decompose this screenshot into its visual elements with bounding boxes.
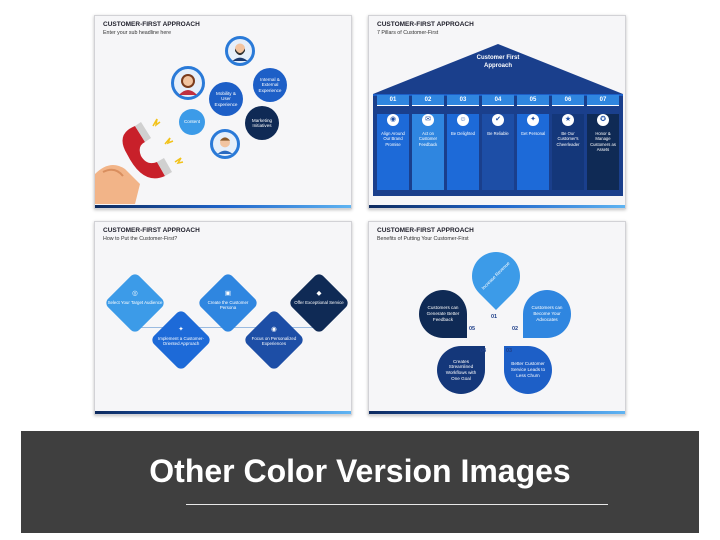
slide-subtitle: Benefits of Putting Your Customer-First — [377, 236, 469, 242]
people-icon: ✦ — [527, 114, 539, 126]
slide-title: CUSTOMER-FIRST APPROACH — [103, 227, 200, 234]
pillar-number: 02 — [412, 95, 444, 106]
pillar-04: 04 ✔ Be Reliable — [482, 95, 514, 190]
avatar-young-man — [210, 129, 240, 159]
diamond-hand-icon: ◆ — [316, 290, 322, 297]
petal-number: 04 — [480, 348, 487, 354]
thumbnail-slide-1[interactable]: CUSTOMER-FIRST APPROACH Enter your sub h… — [94, 15, 352, 209]
pillar-text: Be Reliable — [487, 131, 509, 136]
man-icon — [232, 43, 248, 61]
man-icon — [217, 137, 233, 154]
pillar-text: Align Around Our Brand Promise — [381, 131, 405, 147]
petal-number: 05 — [469, 326, 476, 332]
pillar-text: Be Delighted — [451, 131, 475, 136]
pillar-03: 03 ☺ Be Delighted — [447, 95, 479, 190]
persona-card-icon: ▣ — [224, 290, 232, 297]
slide-accent-bar — [369, 411, 625, 414]
pillar-01: 01 ◉ Align Around Our Brand Promise — [377, 95, 409, 190]
petal-04: Creates Streamlined Workflows with One G… — [437, 346, 485, 394]
pillar-05: 05 ✦ Get Personal — [517, 95, 549, 190]
feedback-icon: ✉ — [422, 114, 434, 126]
banner-divider — [186, 504, 608, 505]
circle-internal-external: Internal & External Experience — [253, 68, 287, 102]
circle-content: Content — [179, 109, 205, 135]
slide-title: CUSTOMER-FIRST APPROACH — [377, 227, 474, 234]
pillar-text: Honor & Manage Customers as Assets — [590, 131, 616, 152]
slide-subtitle: 7 Pillars of Customer-First — [377, 30, 439, 36]
step-1-text: ◎Select Your Target Audience — [107, 290, 163, 305]
slide-title: CUSTOMER-FIRST APPROACH — [377, 21, 474, 28]
step-5-text: ◆Offer Exceptional Service — [291, 290, 347, 305]
thumbnail-slide-3[interactable]: CUSTOMER-FIRST APPROACH How to Put the C… — [94, 221, 352, 415]
slide-accent-bar — [95, 411, 351, 414]
step-2-text: ✦Implement a Customer-Oriented Approach — [153, 326, 209, 346]
banner-title: Other Color Version Images — [149, 453, 571, 489]
thumbnail-slide-2[interactable]: CUSTOMER-FIRST APPROACH 7 Pillars of Cus… — [368, 15, 626, 209]
slide-title: CUSTOMER-FIRST APPROACH — [103, 21, 200, 28]
slide-subtitle: Enter your sub headline here — [103, 30, 172, 36]
slide-accent-bar — [95, 205, 351, 208]
step-3-text: ▣Create the Customer Persona — [200, 290, 256, 310]
focus-icon: ◉ — [271, 326, 277, 333]
thumbs-up-icon: ✔ — [492, 114, 504, 126]
pillar-number: 06 — [552, 95, 584, 106]
pillar-text: Be Our Customer's Cheerleader — [556, 131, 580, 147]
pillar-number: 03 — [447, 95, 479, 106]
pillar-number: 01 — [377, 95, 409, 106]
petal-03: Better Customer Service Leads to Less Ch… — [504, 346, 552, 394]
slide-accent-bar — [369, 205, 625, 208]
circle-mobility: Mobility & User Experience — [209, 82, 243, 116]
petal-number: 02 — [512, 326, 519, 332]
petal-05: Customers can Generate Better Feedback — [419, 290, 467, 338]
eye-icon: ◉ — [387, 114, 399, 126]
smile-icon: ☺ — [457, 114, 469, 126]
pillar-06: 06 ★ Be Our Customer's Cheerleader — [552, 95, 584, 190]
pillar-text: Get Personal — [520, 131, 546, 136]
thumbnail-slide-4[interactable]: CUSTOMER-FIRST APPROACH Benefits of Putt… — [368, 221, 626, 415]
petal-number: 01 — [491, 314, 498, 320]
magnet-hand-icon — [95, 118, 184, 204]
petal-02: Customers can Become Your Advocates — [523, 290, 571, 338]
pillar-number: 05 — [517, 95, 549, 106]
pillar-02: 02 ✉ Act on Customer Feedback — [412, 95, 444, 190]
step-4-text: ◉Focus on Personalized Experiences — [246, 326, 302, 346]
pillar-number: 07 — [587, 95, 619, 106]
circle-marketing: Marketing Initiatives — [245, 106, 279, 140]
color-versions-banner[interactable]: Other Color Version Images — [21, 431, 699, 533]
cheer-icon: ★ — [562, 114, 574, 126]
target-icon: ◎ — [132, 290, 138, 297]
avatar-woman — [171, 66, 205, 100]
avatar-bearded-man — [225, 36, 255, 66]
woman-icon — [179, 74, 197, 95]
petal-01: Increase Revenue — [462, 242, 530, 310]
roof-label: Customer First Approach — [476, 55, 520, 70]
petal-number: 03 — [506, 348, 513, 354]
pillar-number: 04 — [482, 95, 514, 106]
award-icon: ✪ — [597, 114, 609, 126]
people-icon: ✦ — [178, 326, 184, 333]
pillar-text: Act on Customer Feedback — [418, 131, 438, 147]
pillar-07: 07 ✪ Honor & Manage Customers as Assets — [587, 95, 619, 190]
slide-subtitle: How to Put the Customer-First? — [103, 236, 178, 242]
